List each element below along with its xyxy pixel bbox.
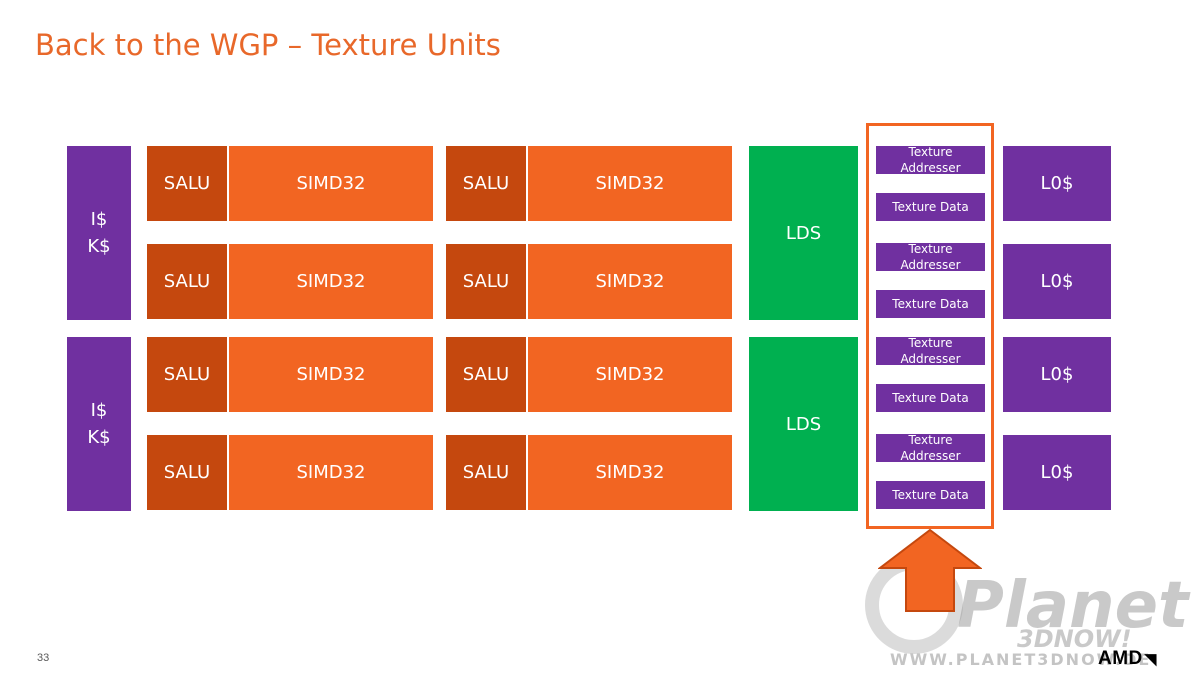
icache-label: I$: [90, 400, 108, 421]
l0-cache-block: L0$: [1003, 244, 1111, 319]
texture-addresser-block: Texture Addresser: [876, 242, 985, 272]
texture-addresser-line2: Addresser: [900, 161, 961, 175]
watermark-url: WWW.PLANET3DNOW.DE: [890, 650, 1151, 669]
amd-arrow-icon: ◥: [1144, 651, 1157, 668]
lds-block-top: LDS: [749, 146, 858, 320]
salu-block: SALU: [147, 337, 227, 412]
page-number: 33: [37, 652, 50, 664]
texture-addresser-line2: Addresser: [900, 258, 961, 272]
texture-data-block: Texture Data: [876, 193, 985, 221]
texture-data-block: Texture Data: [876, 290, 985, 318]
kcache-label: K$: [87, 427, 111, 448]
salu-block: SALU: [446, 435, 526, 510]
lds-block-bottom: LDS: [749, 337, 858, 511]
texture-addresser-block: Texture Addresser: [876, 433, 985, 463]
simd32-block: SIMD32: [229, 244, 433, 319]
texture-addresser-line1: Texture: [908, 336, 953, 350]
instruction-cache-block-top: I$ K$: [67, 146, 131, 320]
watermark-text: Planet: [957, 569, 1191, 643]
simd32-block: SIMD32: [528, 244, 732, 319]
texture-addresser-line1: Texture: [908, 145, 953, 159]
salu-block: SALU: [446, 337, 526, 412]
salu-block: SALU: [446, 244, 526, 319]
simd32-block: SIMD32: [528, 146, 732, 221]
texture-addresser-block: Texture Addresser: [876, 145, 985, 175]
simd32-block: SIMD32: [229, 146, 433, 221]
l0-cache-block: L0$: [1003, 146, 1111, 221]
simd32-block: SIMD32: [528, 435, 732, 510]
texture-addresser-line1: Texture: [908, 242, 953, 256]
texture-addresser-block: Texture Addresser: [876, 336, 985, 366]
simd32-block: SIMD32: [528, 337, 732, 412]
texture-addresser-line1: Texture: [908, 433, 953, 447]
l0-cache-block: L0$: [1003, 337, 1111, 412]
salu-block: SALU: [446, 146, 526, 221]
simd32-block: SIMD32: [229, 435, 433, 510]
instruction-cache-block-bottom: I$ K$: [67, 337, 131, 511]
texture-units-highlight-box: [866, 123, 994, 529]
watermark-sub: 3DNOW!: [1017, 625, 1132, 653]
salu-block: SALU: [147, 146, 227, 221]
salu-block: SALU: [147, 435, 227, 510]
amd-logo-text: AMD: [1098, 648, 1143, 669]
texture-addresser-line2: Addresser: [900, 352, 961, 366]
slide-title: Back to the WGP – Texture Units: [35, 28, 501, 62]
kcache-label: K$: [87, 236, 111, 257]
texture-data-block: Texture Data: [876, 481, 985, 509]
planet3dnow-watermark: Planet 3DNOW! WWW.PLANET3DNOW.DE: [865, 556, 1191, 669]
icache-label: I$: [90, 209, 108, 230]
up-arrow-icon: [878, 528, 982, 612]
salu-block: SALU: [147, 244, 227, 319]
texture-data-block: Texture Data: [876, 384, 985, 412]
l0-cache-block: L0$: [1003, 435, 1111, 510]
texture-addresser-line2: Addresser: [900, 449, 961, 463]
amd-logo: AMD◥: [1098, 648, 1157, 670]
simd32-block: SIMD32: [229, 337, 433, 412]
